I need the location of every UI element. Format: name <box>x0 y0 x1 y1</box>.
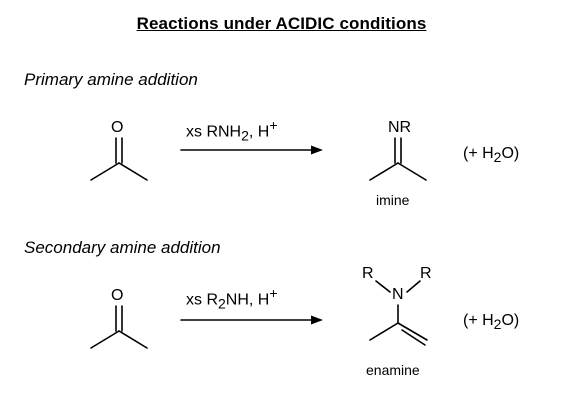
n-atom-label: N <box>392 286 404 303</box>
r-right-atom-label: R <box>420 265 432 282</box>
page-title: Reactions under ACIDIC conditions <box>136 14 427 33</box>
oxygen-atom-label: O <box>111 119 124 136</box>
nr-atom-label: NR <box>388 119 412 136</box>
reagent-label-primary: xs RNH2, H+ <box>186 117 278 144</box>
oxygen-atom-label: O <box>111 287 124 304</box>
r-left-atom-label: R <box>362 265 374 282</box>
section-label-secondary-amine: Secondary amine addition <box>24 238 221 257</box>
byproduct-water-2: (+ H2O) <box>463 312 520 333</box>
product-name-imine: imine <box>376 192 410 208</box>
section-label-primary-amine: Primary amine addition <box>24 70 198 89</box>
reagent-label-secondary: xs R2NH, H+ <box>186 285 278 312</box>
byproduct-water-1: (+ H2O) <box>463 145 520 166</box>
product-name-enamine: enamine <box>366 362 420 378</box>
